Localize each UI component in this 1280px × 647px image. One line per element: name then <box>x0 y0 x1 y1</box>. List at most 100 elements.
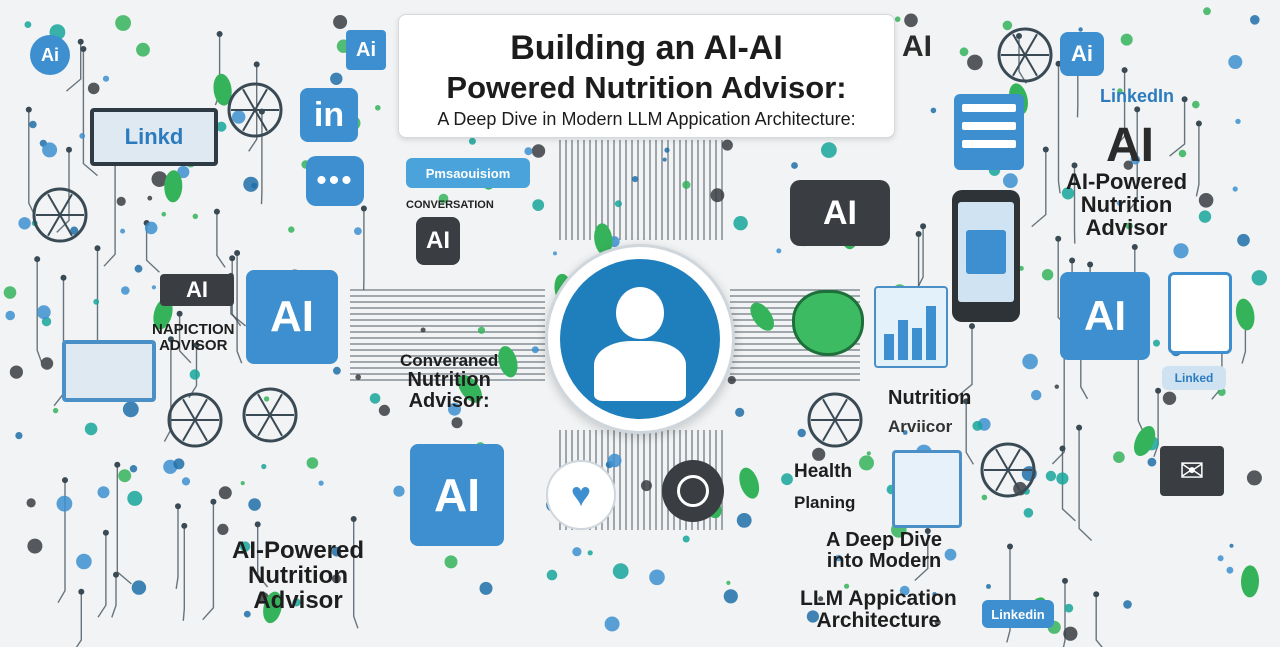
decor-dot <box>812 447 826 461</box>
leaf-icon <box>1235 298 1255 331</box>
circuit-node <box>969 323 975 330</box>
wheel-spoke <box>1024 54 1038 77</box>
decor-dot <box>1173 243 1189 259</box>
center-line-3: Advisor: <box>408 389 490 412</box>
circuit-trace <box>965 401 975 465</box>
decor-dot <box>899 585 910 596</box>
decor-dot <box>1192 100 1200 109</box>
wheel-spoke <box>257 393 271 416</box>
right-title-line-1: AI-Powered <box>1066 169 1188 194</box>
decor-dot <box>288 226 295 233</box>
decor-dot <box>607 453 622 468</box>
deep-line-2: into Modern <box>826 550 942 572</box>
decor-dot <box>1226 566 1234 574</box>
circuit-node <box>1076 424 1083 431</box>
circuit-trace <box>1062 580 1066 647</box>
decor-dot <box>1198 210 1212 223</box>
decor-dot <box>726 580 731 586</box>
decor-dot <box>79 133 86 139</box>
decor-dot <box>1003 173 1018 189</box>
wheel-spoke <box>269 393 283 416</box>
wheel-spoke <box>995 448 1009 471</box>
monitor-left-icon <box>62 340 156 402</box>
decor-dot <box>115 15 131 31</box>
decor-dot <box>375 105 381 111</box>
wheel-spoke <box>182 419 196 442</box>
circuit-node <box>254 521 261 528</box>
decor-dot <box>393 485 405 497</box>
wheel-spoke <box>194 398 208 421</box>
circuit-trace <box>175 506 179 590</box>
leaf-icon <box>263 591 283 624</box>
circuit-node <box>1062 577 1068 584</box>
decor-dot <box>24 21 32 28</box>
circuit-trace <box>1195 123 1200 197</box>
wheel-spoke <box>1012 33 1026 56</box>
circuit-trace <box>1112 70 1126 149</box>
circuit-node <box>78 588 85 595</box>
decor-dot <box>147 195 153 201</box>
decor-dot <box>818 596 824 602</box>
circuit-trace <box>36 259 43 363</box>
list-icon <box>954 94 1024 170</box>
center-line-1: Converaned <box>400 351 499 370</box>
decor-dot <box>604 616 620 632</box>
circuit-node <box>920 223 927 230</box>
decor-dot <box>451 417 463 429</box>
phone-icon <box>952 190 1020 322</box>
decor-dot <box>531 346 539 354</box>
ai-small-tile-icon: Ai <box>346 30 386 70</box>
decor-dot <box>116 196 126 206</box>
decor-dot <box>553 251 557 256</box>
decor-dot <box>477 326 486 334</box>
circuit-trace <box>1078 427 1093 542</box>
center-title: Converaned Nutrition Advisor: <box>400 352 498 412</box>
decor-dot <box>93 298 100 305</box>
pill-badge: Pmsaouisiom <box>406 158 530 188</box>
circuit-node <box>1042 146 1049 153</box>
decor-dot <box>1123 160 1134 170</box>
wheel-spoke <box>257 414 271 437</box>
decor-dot <box>934 619 941 626</box>
apple-icon <box>792 290 864 356</box>
wheel-spoke <box>182 398 196 421</box>
wheel-spoke <box>47 193 61 216</box>
decor-dot <box>781 473 793 486</box>
health-label: Health <box>794 461 853 482</box>
monitor-linkedin-label: Linkd <box>124 124 184 149</box>
decor-dot <box>121 286 130 295</box>
ai-top-right-label: Ai <box>1071 41 1093 66</box>
decor-dot <box>531 144 546 158</box>
circuit-node <box>77 38 84 45</box>
decor-dot <box>18 217 31 230</box>
decor-dot <box>122 401 139 418</box>
decor-dot <box>1078 27 1083 32</box>
decor-dot <box>5 310 15 321</box>
decor-dot <box>902 430 908 435</box>
decor-dot <box>572 547 582 557</box>
ai-big-label-left: AI <box>270 292 314 341</box>
wheel-icon <box>807 392 863 448</box>
circuit-node <box>253 61 260 68</box>
circuit-trace <box>1006 546 1011 643</box>
decor-dot <box>664 147 670 153</box>
circuit-trace <box>111 574 117 618</box>
decor-dot <box>1041 269 1054 281</box>
decor-dot <box>736 513 752 528</box>
circuit-trace <box>178 313 192 364</box>
decor-dot <box>944 548 957 561</box>
decor-dot <box>97 486 110 499</box>
llm-line-1: LLM Appication <box>800 587 957 610</box>
decor-dot <box>243 610 251 618</box>
decor-dot <box>151 171 168 188</box>
circuit-node <box>1071 162 1078 169</box>
circuit-trace <box>97 532 107 618</box>
decor-dot <box>354 227 362 236</box>
circuit-node <box>963 398 970 405</box>
decor-dot <box>127 490 143 506</box>
decor-dot <box>232 110 246 124</box>
decor-dot <box>1116 200 1122 206</box>
decor-dot <box>1120 33 1133 46</box>
circuit-node <box>1093 591 1100 598</box>
wheel-icon <box>227 82 283 138</box>
